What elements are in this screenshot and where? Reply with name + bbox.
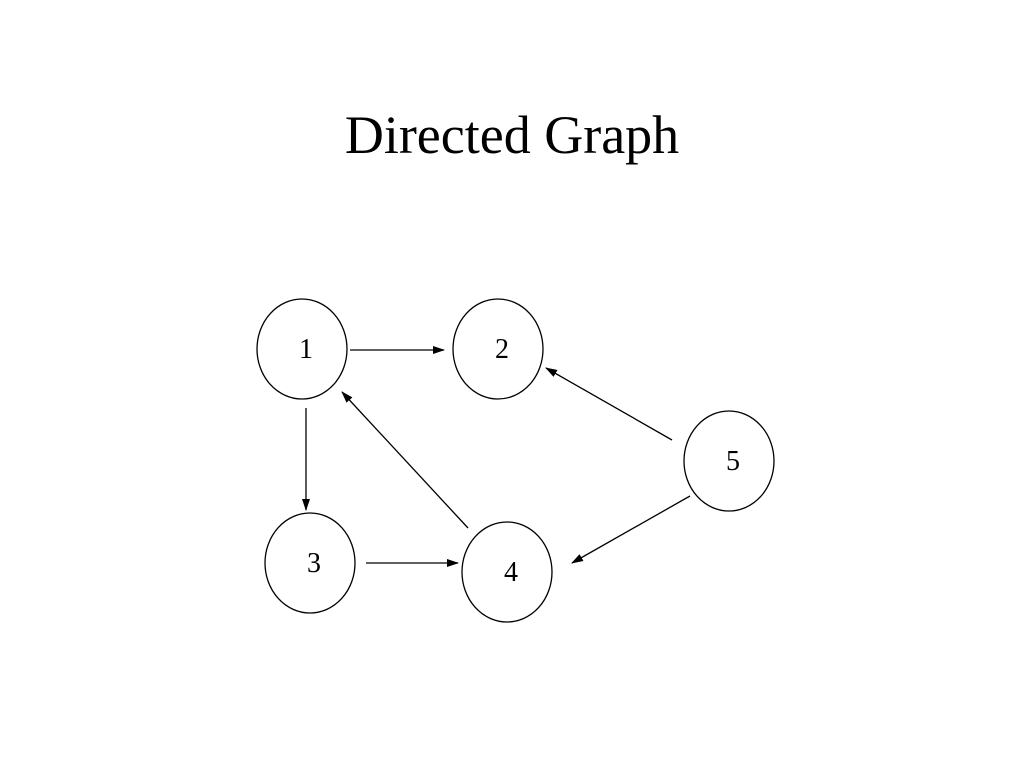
graph-node-5: 5	[683, 410, 775, 512]
node-label-2: 2	[495, 334, 509, 365]
edge-4-to-1	[341, 391, 469, 529]
node-label-1: 1	[299, 334, 313, 365]
edge-5-to-2	[545, 367, 673, 441]
slide-title: Directed Graph	[344, 105, 680, 165]
graph-node-4: 4	[461, 521, 553, 623]
edge-5-to-4	[571, 495, 691, 564]
graph-node-3: 3	[264, 512, 356, 614]
graph-node-2: 2	[452, 298, 544, 400]
node-label-3: 3	[307, 548, 321, 579]
node-label-5: 5	[726, 446, 740, 477]
graph-node-1: 1	[256, 298, 348, 400]
node-label-4: 4	[504, 557, 518, 588]
